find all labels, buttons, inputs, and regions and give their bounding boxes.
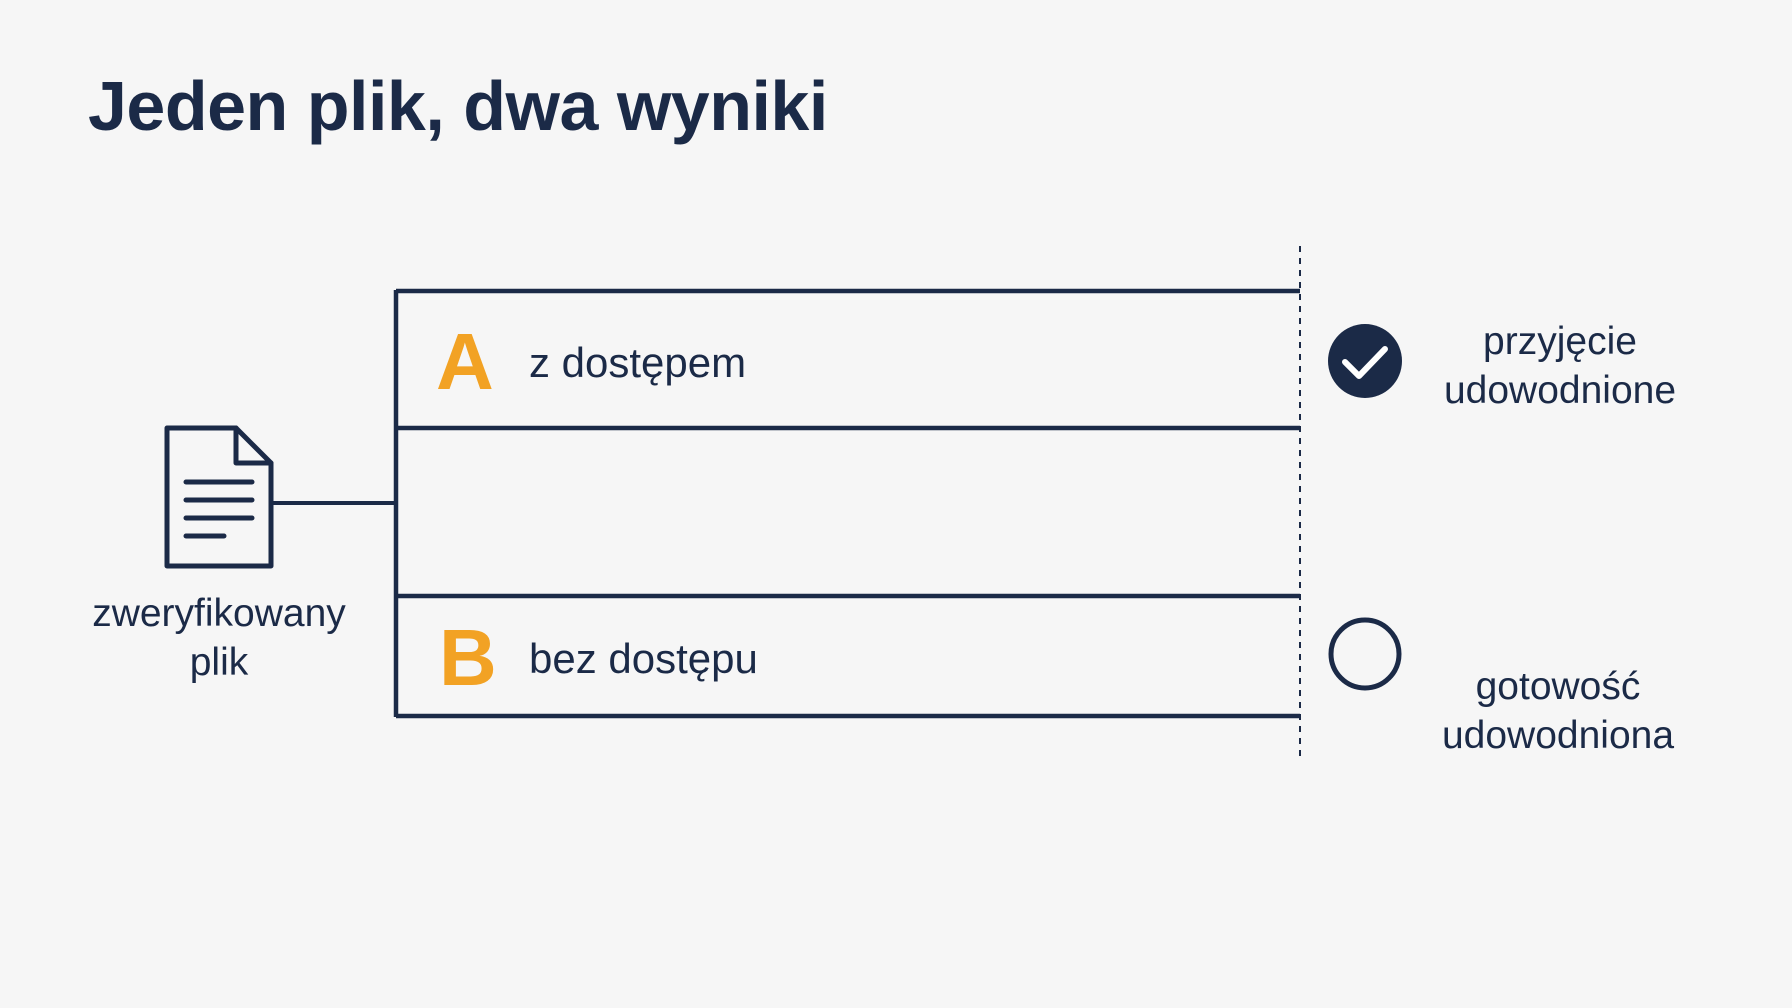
file-label-line2: plik [189, 641, 249, 684]
empty-circle-icon [1328, 617, 1402, 691]
row-a-letter: A [436, 317, 494, 406]
table-frame [393, 288, 1300, 719]
file-label: zweryfikowany plik [84, 589, 354, 687]
outcome-b-line1: gotowość [1475, 665, 1641, 708]
outcome-b-line2: udowodniona [1441, 714, 1675, 757]
outcome-b-text: gotowość udowodniona [1408, 662, 1708, 760]
row-b-label: bez dostępu [529, 635, 758, 682]
page-title: Jeden plik, dwa wyniki [88, 67, 828, 145]
row-a-label: z dostępem [529, 339, 747, 386]
document-icon [164, 425, 274, 569]
outcome-a-text: przyjęcie udowodnione [1410, 317, 1710, 415]
row-b-letter: B [439, 613, 497, 702]
outcome-a-line2: udowodnione [1443, 369, 1677, 412]
check-circle-icon [1328, 324, 1402, 398]
outcome-a-line1: przyjęcie [1483, 320, 1637, 363]
file-label-line1: zweryfikowany [92, 592, 346, 635]
